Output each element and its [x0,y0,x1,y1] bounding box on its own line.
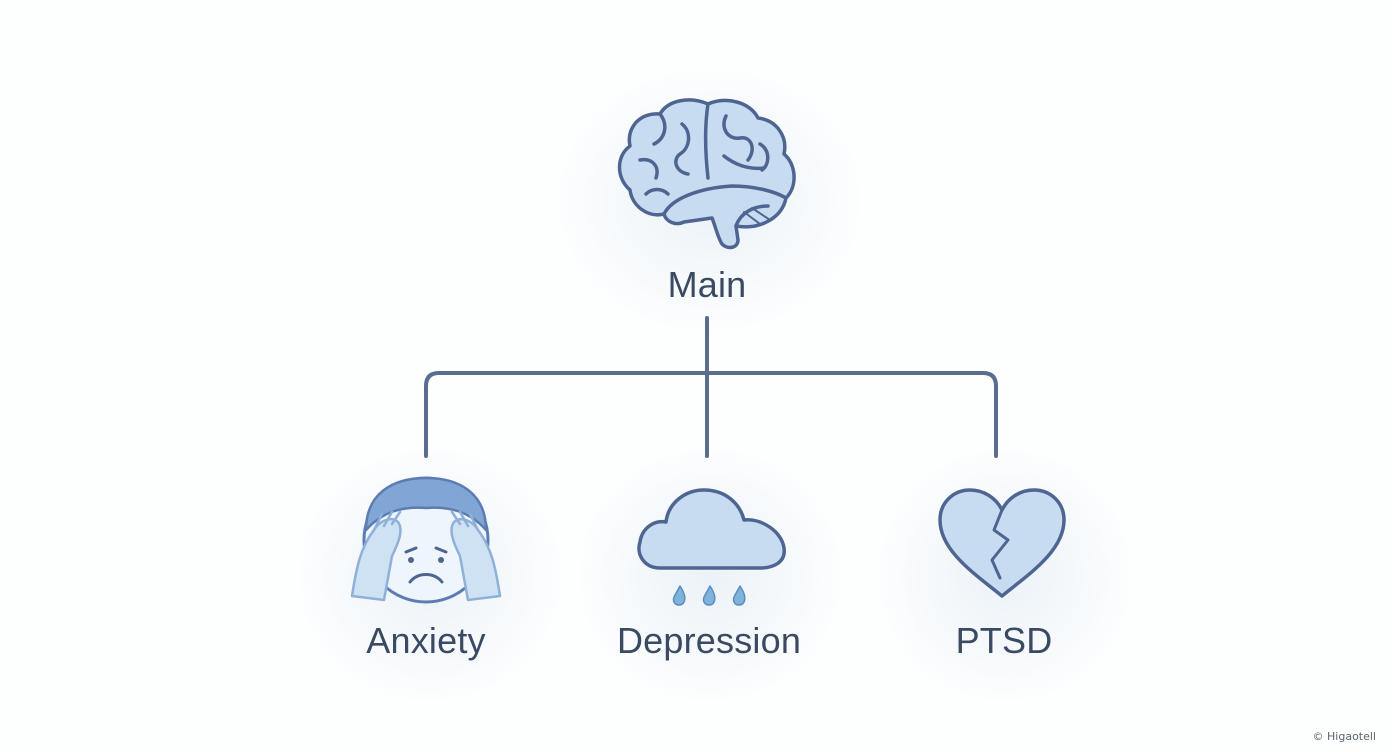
credit-text: © Higaotell [1312,730,1376,743]
raindrops [672,585,746,606]
anxious-face-icon [350,476,502,604]
branch-line [424,371,998,458]
broken-heart-icon [938,488,1066,598]
rain-cloud-icon [637,488,786,606]
root-label: Main [667,264,747,305]
anxiety-label: Anxiety [366,620,486,661]
connector-lines [424,316,998,458]
brain-icon [617,98,796,250]
depression-label: Depression [616,620,802,661]
ptsd-label: PTSD [955,620,1053,661]
